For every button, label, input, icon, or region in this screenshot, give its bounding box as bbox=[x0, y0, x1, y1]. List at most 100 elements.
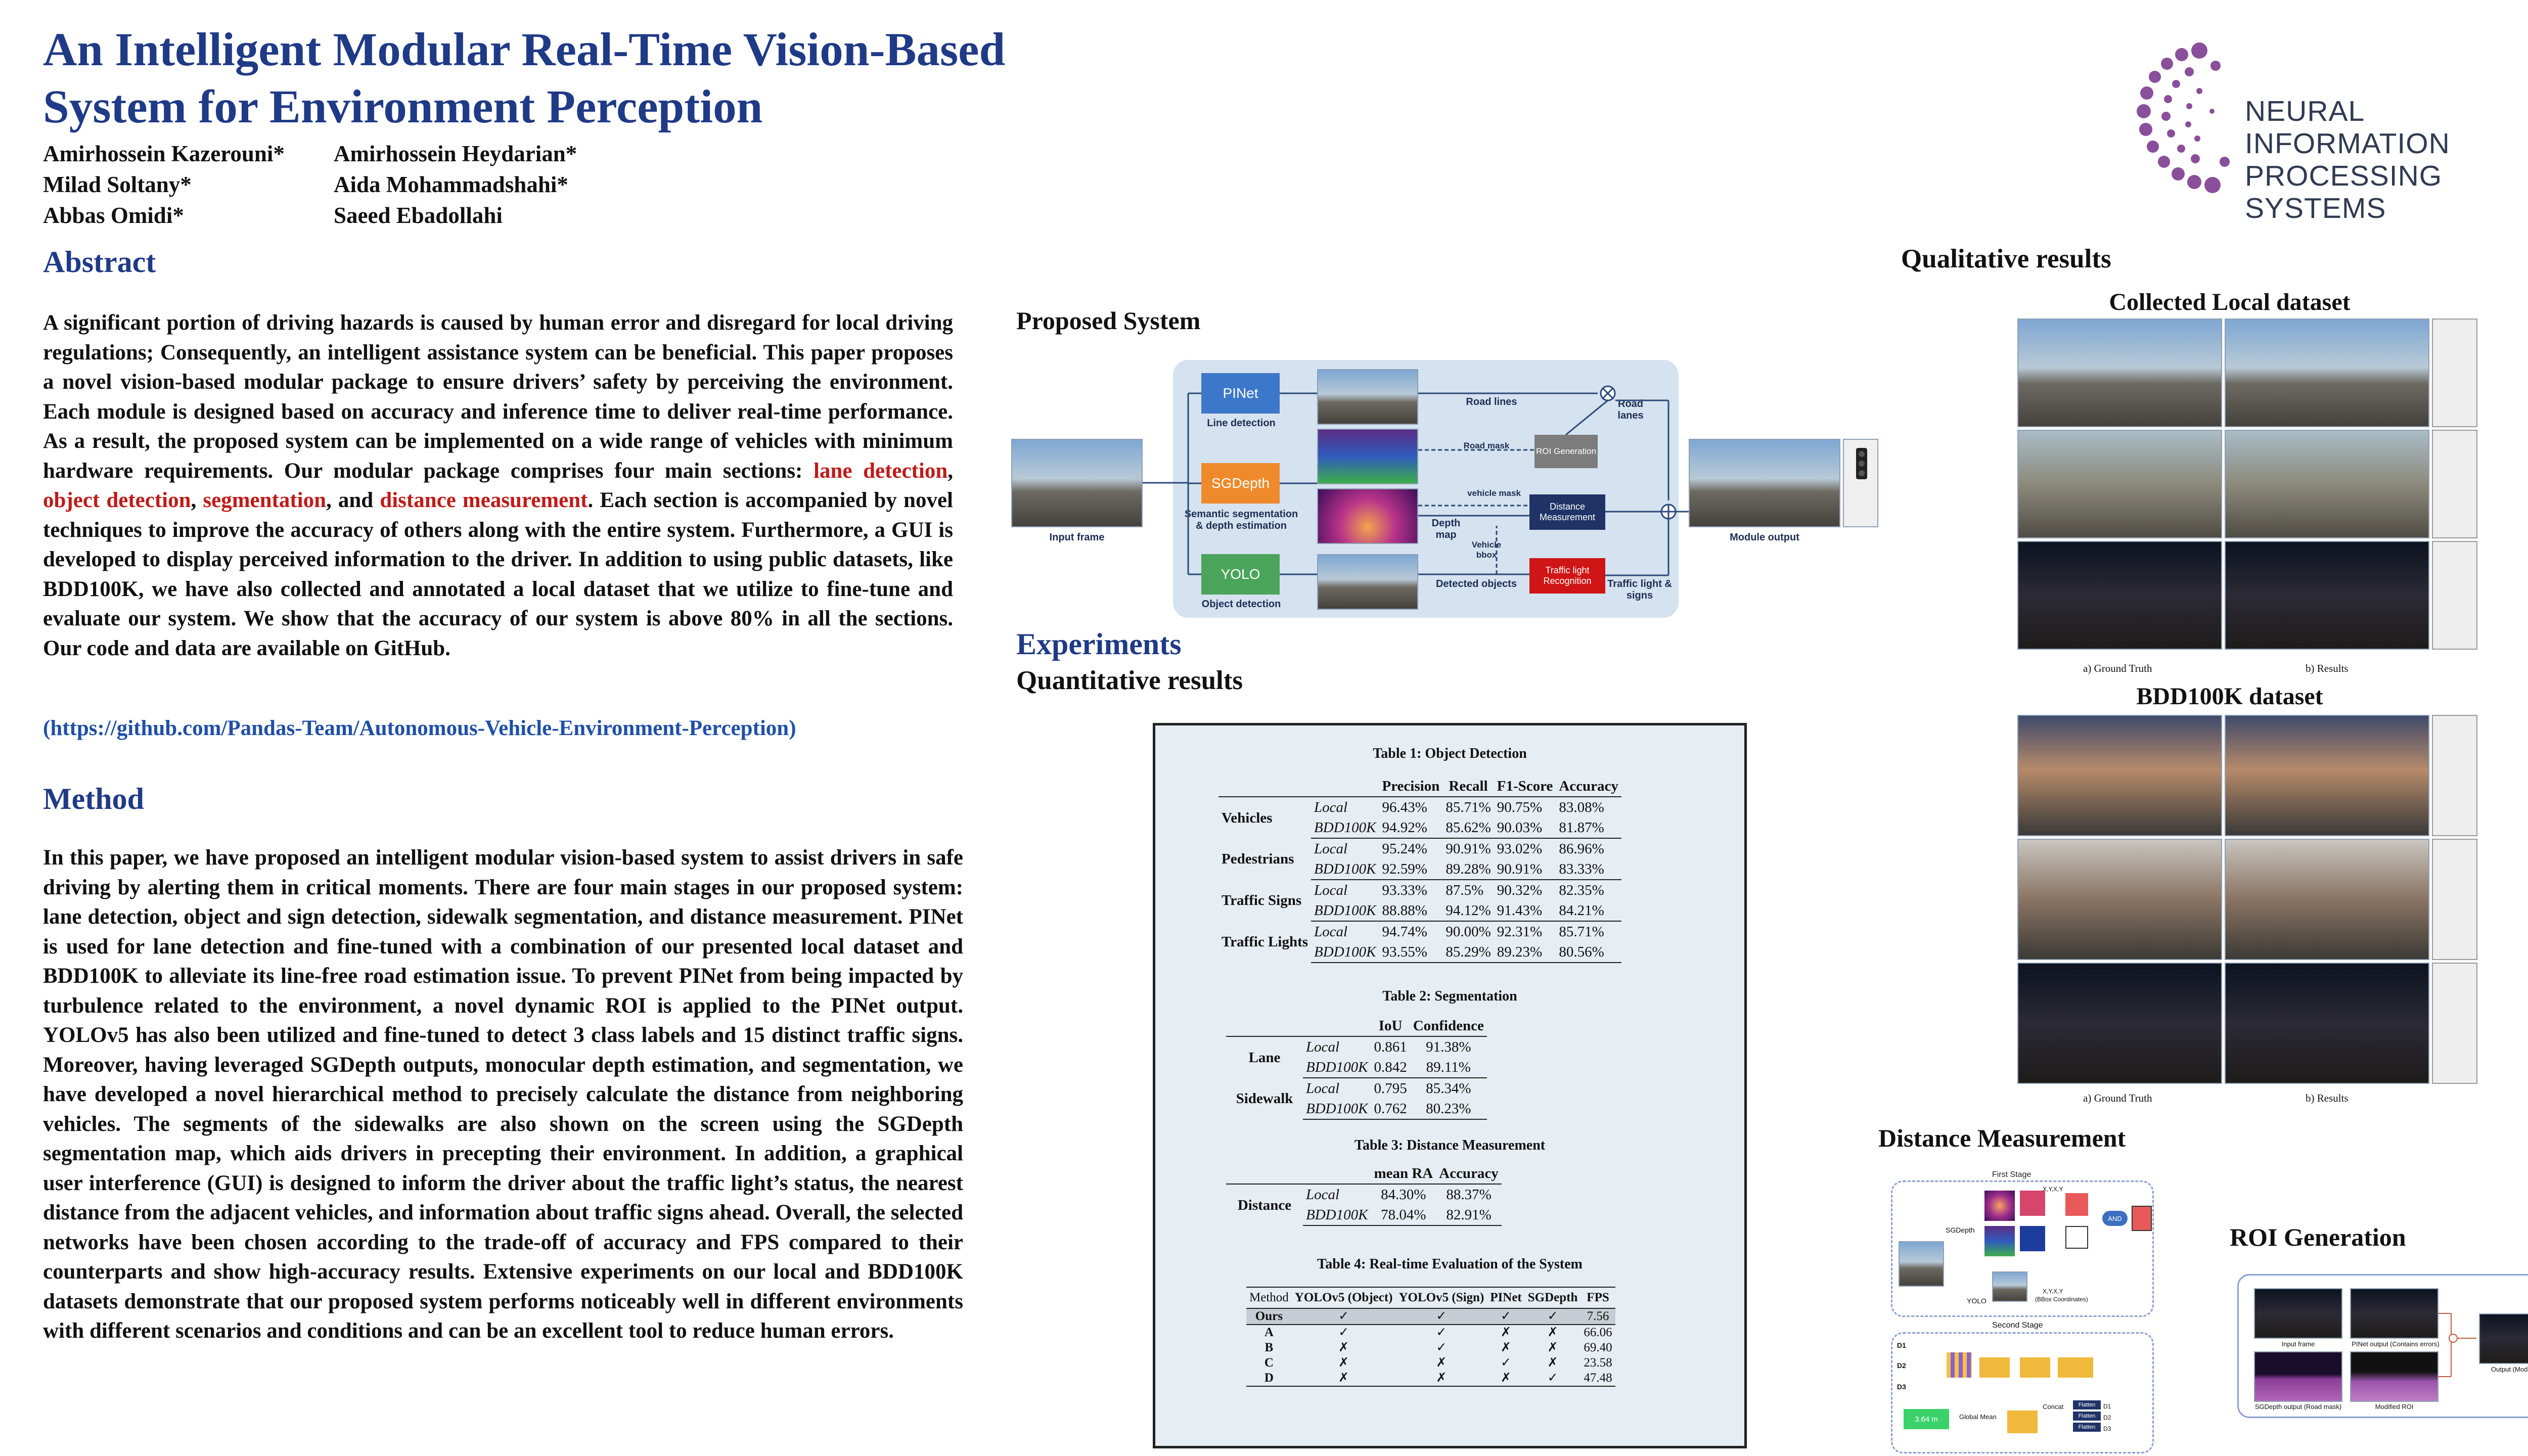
table-cell: 66.06 bbox=[1584, 1326, 1612, 1339]
logo-text-line: NEURAL INFORMATION bbox=[2245, 95, 2450, 160]
dataset-label: BDD100K bbox=[1303, 1099, 1371, 1120]
author: Amirhossein Kazerouni* bbox=[43, 141, 285, 166]
global-mean-label: Global Mean bbox=[1959, 1413, 1997, 1421]
table-cell: 90.03% bbox=[1494, 817, 1556, 839]
table-cell: ✓ bbox=[1436, 1326, 1447, 1339]
table-cell: 96.43% bbox=[1382, 799, 1427, 815]
table-cell: ✓ bbox=[1395, 1308, 1487, 1325]
sum-node-icon bbox=[2449, 1334, 2458, 1343]
yolo-label: YOLO bbox=[1967, 1297, 1987, 1305]
poster-title: An Intelligent Modular Real-Time Vision-… bbox=[43, 21, 1105, 135]
table4-caption: Table 4: Real-time Evaluation of the Sys… bbox=[1317, 1256, 1583, 1272]
table-cell: ✗ bbox=[1501, 1341, 1511, 1354]
gui-panel bbox=[2432, 541, 2477, 650]
table-cell: 83.08% bbox=[1559, 799, 1604, 815]
separator: , and bbox=[326, 488, 380, 512]
sgdepth-label: SGDepth bbox=[1946, 1226, 1975, 1234]
conv-block bbox=[2058, 1357, 2093, 1378]
binary-mask-thumb bbox=[2065, 1226, 2088, 1249]
modified-roi-image bbox=[2350, 1351, 2439, 1402]
dataset-label: Local bbox=[1306, 1039, 1340, 1055]
module-output-image bbox=[1689, 439, 1840, 527]
table-row: BDD100K 94.92% 85.62% 90.03% 81.87% bbox=[1218, 817, 1621, 839]
table-row: Sidewalk Local 0.795 85.34% bbox=[1226, 1078, 1487, 1107]
pinet-output-label: PINet output (Contains errors) bbox=[2352, 1340, 2440, 1348]
author: Saeed Ebadollahi bbox=[334, 203, 503, 228]
dataset-label: Local bbox=[1314, 882, 1348, 898]
table-cell: 80.23% bbox=[1410, 1099, 1487, 1120]
first-stage-frame bbox=[1891, 1180, 2154, 1317]
method-label: C bbox=[1264, 1356, 1274, 1370]
bdd-dataset-grid bbox=[2017, 715, 2477, 1089]
gui-side-panel bbox=[1843, 439, 1878, 527]
table-cell: 0.795 bbox=[1374, 1080, 1407, 1097]
gui-panel bbox=[2432, 715, 2477, 836]
method-label: Ours bbox=[1246, 1308, 1292, 1325]
table4-header: PINet bbox=[1487, 1287, 1525, 1309]
conv-block bbox=[1979, 1357, 2010, 1378]
sgdepth-box: SGDepth bbox=[1201, 463, 1280, 504]
table-cell: 83.33% bbox=[1556, 859, 1621, 880]
table3-header: mean RA bbox=[1371, 1163, 1436, 1185]
masked-depth-thumb bbox=[2020, 1191, 2045, 1216]
distance-measurement-heading: Distance Measurement bbox=[1878, 1124, 2126, 1152]
table-row: Pedestrians Local 95.24% 90.91% 93.02% 8… bbox=[1218, 838, 1621, 867]
table2-header: Confidence bbox=[1410, 1016, 1487, 1037]
vehicle-mask-thumb bbox=[2020, 1226, 2045, 1251]
depth-map-thumb bbox=[1984, 1191, 2015, 1221]
sgdepth-output-label: SGDepth output (Road mask) bbox=[2254, 1403, 2342, 1410]
caption-results: b) Results bbox=[2306, 1092, 2349, 1104]
table-cell: ✗ bbox=[1436, 1356, 1447, 1370]
table-cell: 88.37% bbox=[1446, 1187, 1492, 1203]
neurips-logo: NEURAL INFORMATION PROCESSING SYSTEMS bbox=[2124, 35, 2528, 224]
local-result-image bbox=[2225, 430, 2429, 538]
github-link[interactable]: (https://github.com/Pandas-Team/Autonomo… bbox=[43, 716, 796, 740]
table-cell: 80.56% bbox=[1556, 942, 1621, 963]
table-row: Vehicles Local 96.43% 85.71% 90.75% 83.0… bbox=[1218, 797, 1621, 826]
table-row: Lane Local 0.861 91.38% bbox=[1226, 1036, 1487, 1066]
yolo-output-thumb bbox=[1992, 1271, 2027, 1302]
dataset-label: BDD100K bbox=[1311, 817, 1379, 839]
table4-header: FPS bbox=[1581, 1287, 1615, 1309]
output-d2: D2 bbox=[2103, 1414, 2111, 1421]
roi-arrows bbox=[2439, 1313, 2476, 1377]
abstract-text-part: . Each section is accompanied by novel t… bbox=[43, 488, 953, 660]
table-cell: 85.71% bbox=[1559, 924, 1604, 940]
table-row: A ✓ ✓ ✗ ✗ 66.06 bbox=[1246, 1325, 1615, 1340]
local-gt-image bbox=[2017, 430, 2222, 538]
pinet-box: PINet bbox=[1201, 373, 1280, 414]
table2-segmentation: IoU Confidence Lane Local 0.861 91.38% B… bbox=[1226, 1016, 1487, 1120]
table-cell: 90.32% bbox=[1497, 882, 1543, 898]
flatten-box: Flatten bbox=[2073, 1412, 2101, 1421]
table-cell: ✓ bbox=[1501, 1356, 1511, 1370]
roi-output-label: Output (Modified ROI) bbox=[2491, 1366, 2528, 1373]
flatten-box: Flatten bbox=[2073, 1423, 2101, 1432]
table-cell: ✓ bbox=[1524, 1371, 1581, 1387]
table-cell: 84.30% bbox=[1381, 1187, 1426, 1203]
table3-header: Accuracy bbox=[1436, 1163, 1502, 1185]
table3-group: Distance bbox=[1237, 1197, 1292, 1213]
table1-group: Traffic Lights bbox=[1222, 934, 1308, 950]
table1-header: Accuracy bbox=[1556, 776, 1621, 797]
table-cell: 93.02% bbox=[1497, 841, 1543, 857]
table-cell: ✓ bbox=[1338, 1326, 1349, 1339]
method-label: B bbox=[1265, 1341, 1274, 1354]
table-cell: ✗ bbox=[1501, 1326, 1511, 1339]
bdd-result-image bbox=[2225, 839, 2429, 960]
keyword-distance-measurement: distance measurement bbox=[380, 488, 588, 512]
table-cell: 89.11% bbox=[1410, 1057, 1487, 1078]
input-d3: D3 bbox=[1897, 1383, 1906, 1391]
caption-ground-truth: a) Ground Truth bbox=[2083, 1092, 2152, 1104]
logo-text-line: PROCESSING SYSTEMS bbox=[2245, 160, 2443, 224]
table-cell: 93.33% bbox=[1382, 882, 1427, 898]
table-row: BDD100K 0.762 80.23% bbox=[1226, 1099, 1487, 1120]
feature-grid-thumb bbox=[1947, 1352, 1972, 1378]
method-text: In this paper, we have proposed an intel… bbox=[43, 846, 963, 1343]
traffic-light-signs-label: Traffic light & signs bbox=[1607, 578, 1672, 601]
segmentation-thumb bbox=[1984, 1226, 2015, 1256]
dataset-label: BDD100K bbox=[1303, 1205, 1371, 1226]
table-cell: 90.91% bbox=[1446, 841, 1491, 857]
keyword-segmentation: segmentation bbox=[203, 488, 327, 512]
method-label: A bbox=[1264, 1326, 1274, 1339]
local-dataset-title: Collected Local dataset bbox=[2109, 289, 2351, 315]
